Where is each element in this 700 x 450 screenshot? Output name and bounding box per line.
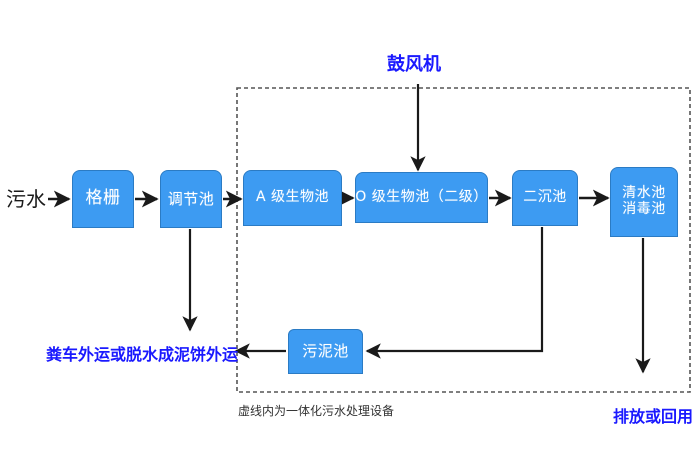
node-a-stage-bio-pool[interactable]: A 级生物池	[243, 170, 342, 226]
label-blower: 鼓风机	[387, 54, 441, 75]
node-secondary-settling-tank[interactable]: 二沉池	[512, 170, 578, 226]
node-regulating-pool-label: 调节池	[167, 189, 215, 208]
integrated-equipment-boundary	[236, 87, 691, 393]
node-secondary-settling-tank-label: 二沉池	[523, 189, 567, 206]
arrow-secondary-settling-to-sludge-pool	[365, 227, 544, 359]
node-grille[interactable]: 格栅	[72, 170, 134, 228]
node-clean-water-pool-label: 清水池	[622, 185, 666, 202]
node-clean-water-disinfection-pool[interactable]: 清水池 消毒池	[610, 167, 678, 237]
node-grille-label: 格栅	[85, 188, 121, 209]
label-dashed-caption: 虚线内为一体化污水处理设备	[238, 404, 395, 418]
node-a-stage-bio-pool-label: A 级生物池	[255, 189, 330, 206]
label-inflow: 污水	[6, 187, 46, 211]
node-sludge-pool-label: 污泥池	[302, 342, 349, 361]
label-sludge-disposal: 粪车外运或脱水成泥饼外运	[46, 345, 239, 364]
label-discharge: 排放或回用	[613, 407, 694, 426]
node-o-stage-bio-pool-label: O 级生物池（二级）	[355, 188, 488, 205]
node-o-stage-bio-pool[interactable]: O 级生物池（二级）	[355, 172, 488, 223]
node-disinfection-pool-label: 消毒池	[622, 201, 666, 217]
node-regulating-pool[interactable]: 调节池	[160, 170, 222, 228]
node-sludge-pool[interactable]: 污泥池	[288, 329, 363, 374]
